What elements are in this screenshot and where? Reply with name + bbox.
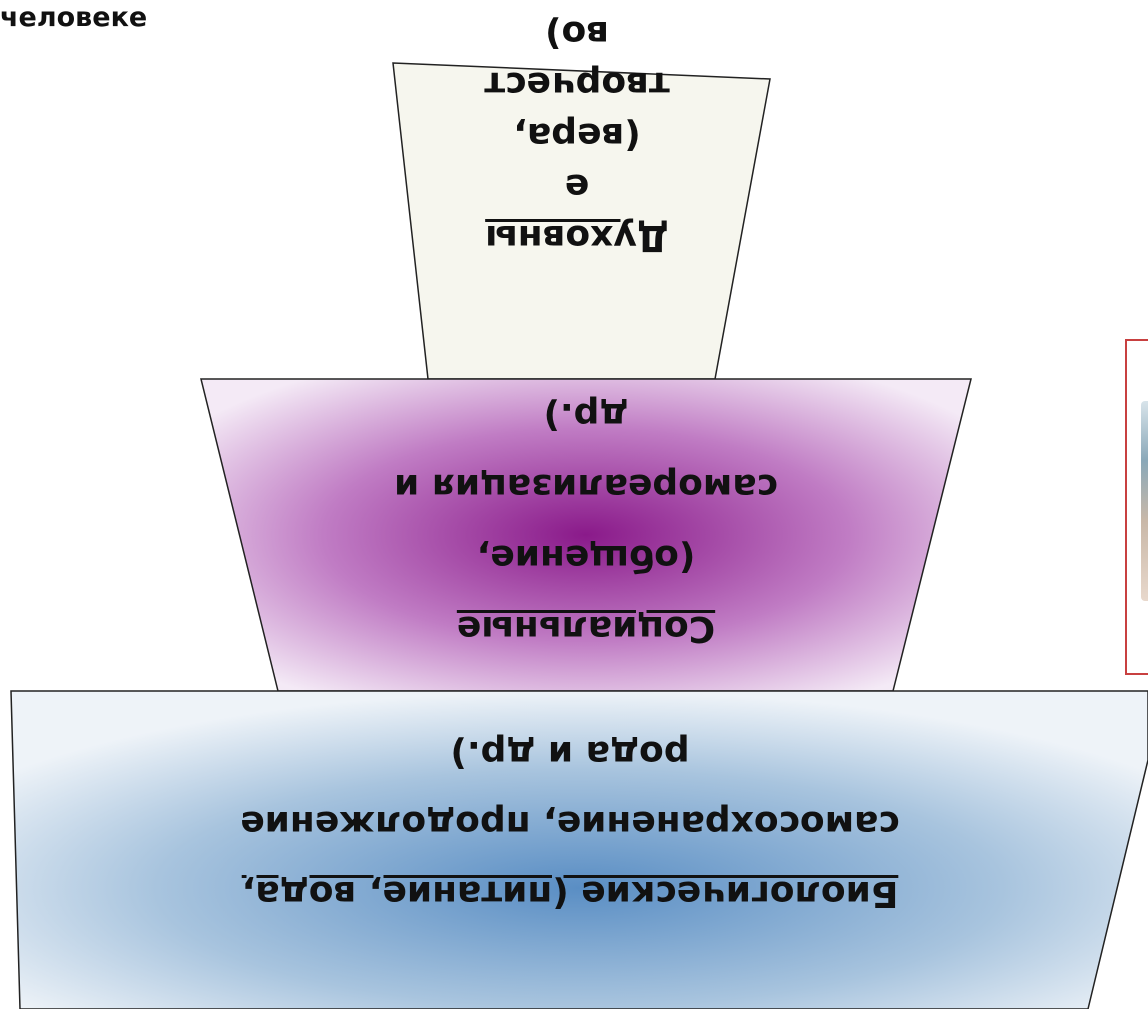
spiritual-line-3: (вера, — [513, 115, 641, 156]
spiritual-tier-label: Духовны е (вера, творчест во) — [393, 8, 761, 263]
social-line-3: самореализация и — [394, 466, 778, 507]
social-line-2: (общение, — [476, 537, 696, 578]
biological-line-3: рода и др.) — [450, 733, 690, 774]
spiritual-line-1: Духовны — [485, 217, 669, 258]
social-tier-label: Социальные (общение, самореализация и др… — [236, 380, 936, 664]
side-image-frame — [1125, 339, 1148, 675]
social-line-1: Социальные — [456, 608, 716, 649]
biological-tier-label: Биологические (питание, вода, самосохран… — [40, 718, 1100, 928]
biological-line-2: самосохранение, продолжение — [240, 803, 900, 844]
spiritual-line-4: творчест — [484, 64, 670, 105]
social-line-4: др.) — [543, 395, 629, 436]
spiritual-line-5: во) — [545, 13, 609, 54]
spiritual-line-2: е — [564, 166, 590, 207]
header-fragment: человеке — [0, 2, 148, 33]
side-image-fragment — [1141, 401, 1148, 601]
biological-tier-shape — [10, 690, 1148, 1009]
biological-line-1: Биологические (питание, вода, — [241, 873, 899, 914]
